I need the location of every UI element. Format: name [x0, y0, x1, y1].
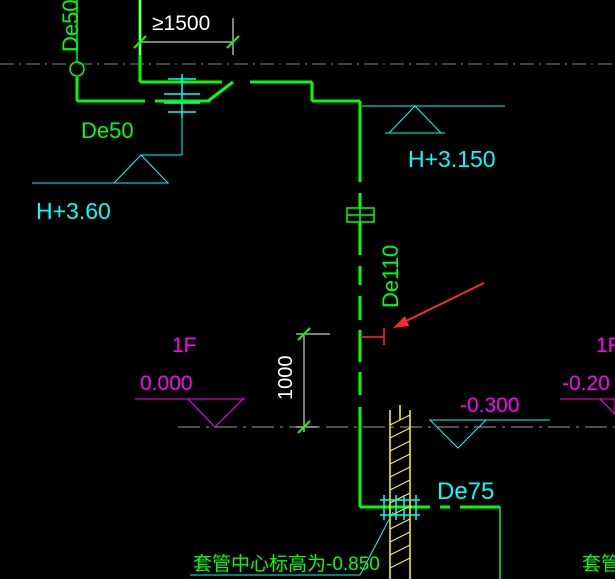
dim-1000-label: 1000: [275, 356, 297, 401]
dim-1000-tick-bottom: [297, 420, 311, 434]
sleeve-note-left: 套管中心标高为-0.850: [193, 553, 380, 575]
dim-1000-tick-top: [297, 327, 311, 341]
wall-hatch: [389, 414, 411, 569]
sleeve-note-right: 套管: [582, 553, 615, 575]
de75-label: De75: [437, 478, 494, 505]
cleanout-symbol: [69, 61, 85, 77]
dim-1500-label: ≥1500: [152, 12, 210, 35]
elev-0300-triangle: [428, 419, 488, 449]
floor-right-value: -0.20: [562, 372, 610, 395]
elev-3150-label: H+3.150: [408, 146, 496, 172]
valve-diag: [207, 80, 234, 103]
sleeve-leader-diag: [359, 511, 394, 576]
annotation-arrow-head: [393, 316, 409, 328]
elev-minus-0300-label: -0.300: [460, 394, 520, 417]
dim-1500-tick-right: [226, 35, 240, 49]
floor-right-label: 1F: [596, 334, 615, 357]
elev-360-label: H+3.60: [36, 198, 111, 224]
de50-branch-label: De50: [81, 118, 134, 143]
bottom-sleeve-icon: [380, 495, 420, 520]
de50-top-label: De50: [58, 0, 83, 52]
floor-left-value: 0.000: [140, 372, 193, 395]
annotation-arrow-shaft: [399, 282, 485, 325]
de110-label: De110: [378, 245, 403, 308]
floor-right-triangle: [598, 398, 615, 415]
floor-left-label: 1F: [172, 334, 197, 357]
elev-360-triangle: [112, 154, 170, 184]
floor-left-triangle: [186, 398, 245, 428]
dim-1500-tick-left: [133, 35, 147, 49]
elev-3150-triangle: [387, 105, 443, 134]
